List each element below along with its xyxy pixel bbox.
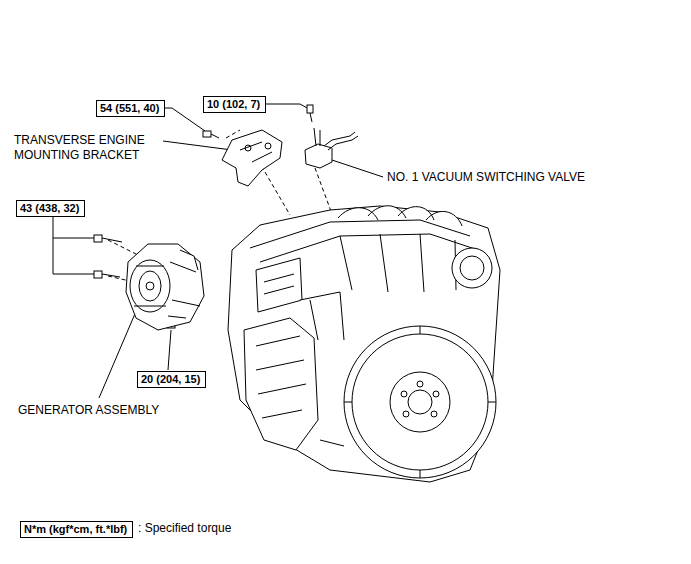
flywheel [344, 326, 496, 478]
torque-value: 54 (551, 40) [100, 102, 161, 115]
bracket-hole [245, 145, 251, 151]
torque-box: 43 (438, 32) [16, 200, 85, 217]
torque-value: 10 (102, 7) [207, 98, 262, 111]
bracket-hole [265, 143, 271, 149]
generator [126, 244, 204, 330]
torque-box: 54 (551, 40) [96, 100, 165, 117]
engine [228, 206, 500, 482]
torque-box: 20 (204, 15) [137, 371, 206, 388]
vacuum-switching-valve [305, 128, 358, 168]
torque-box: N*m (kgf*cm, ft.*lbf) [20, 521, 133, 538]
torque-value: 43 (438, 32) [20, 202, 81, 215]
torque-box: 10 (102, 7) [203, 96, 266, 113]
part-name: TRANSVERSE ENGINE MOUNTING BRACKET [14, 133, 154, 163]
throttle-body [452, 248, 492, 288]
mounting-bracket [222, 130, 282, 186]
torque-value: N*m (kgf*cm, ft.*lbf) [24, 523, 129, 536]
torque-value: 20 (204, 15) [141, 373, 202, 386]
part-name: GENERATOR ASSEMBLY [18, 403, 159, 418]
legend-text: : Specified torque [138, 521, 231, 536]
part-name: NO. 1 VACUUM SWITCHING VALVE [387, 170, 585, 185]
